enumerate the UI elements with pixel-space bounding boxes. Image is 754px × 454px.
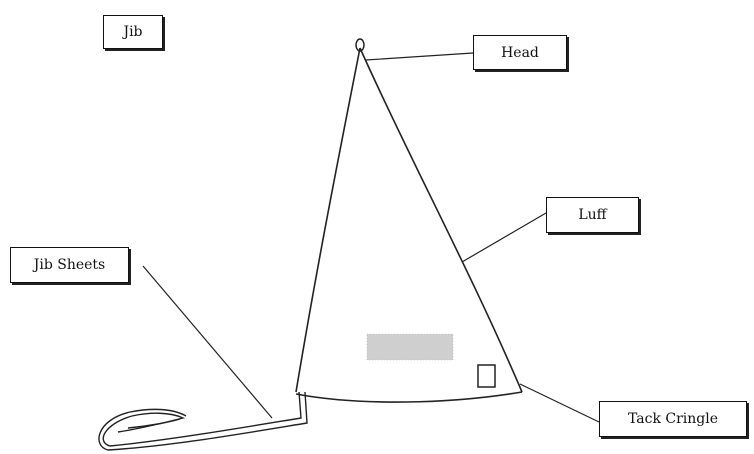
tack-cringle-square [477, 364, 496, 388]
label-luff: Luff [546, 197, 639, 233]
sail-foot-edge [295, 391, 523, 403]
jib-sheet-rope [98, 391, 308, 451]
jib-sheets-leader-line [142, 265, 273, 419]
head-ring [355, 38, 365, 52]
sail-leech-edge [295, 47, 361, 393]
tack-cringle-leader-line [519, 383, 600, 423]
leader-lines [142, 52, 600, 423]
sail-window-patch-texture [366, 333, 454, 361]
luff-leader-line [461, 212, 547, 263]
label-jib-sheets: Jib Sheets [10, 247, 129, 283]
sail-window-patch [367, 334, 453, 360]
label-head: Head [473, 35, 567, 70]
sail [295, 47, 523, 403]
head-leader-line [365, 52, 474, 61]
title-label-jib: Jib [103, 15, 163, 49]
label-tack-cringle: Tack Cringle [599, 401, 747, 437]
sail-luff-edge [359, 47, 523, 393]
